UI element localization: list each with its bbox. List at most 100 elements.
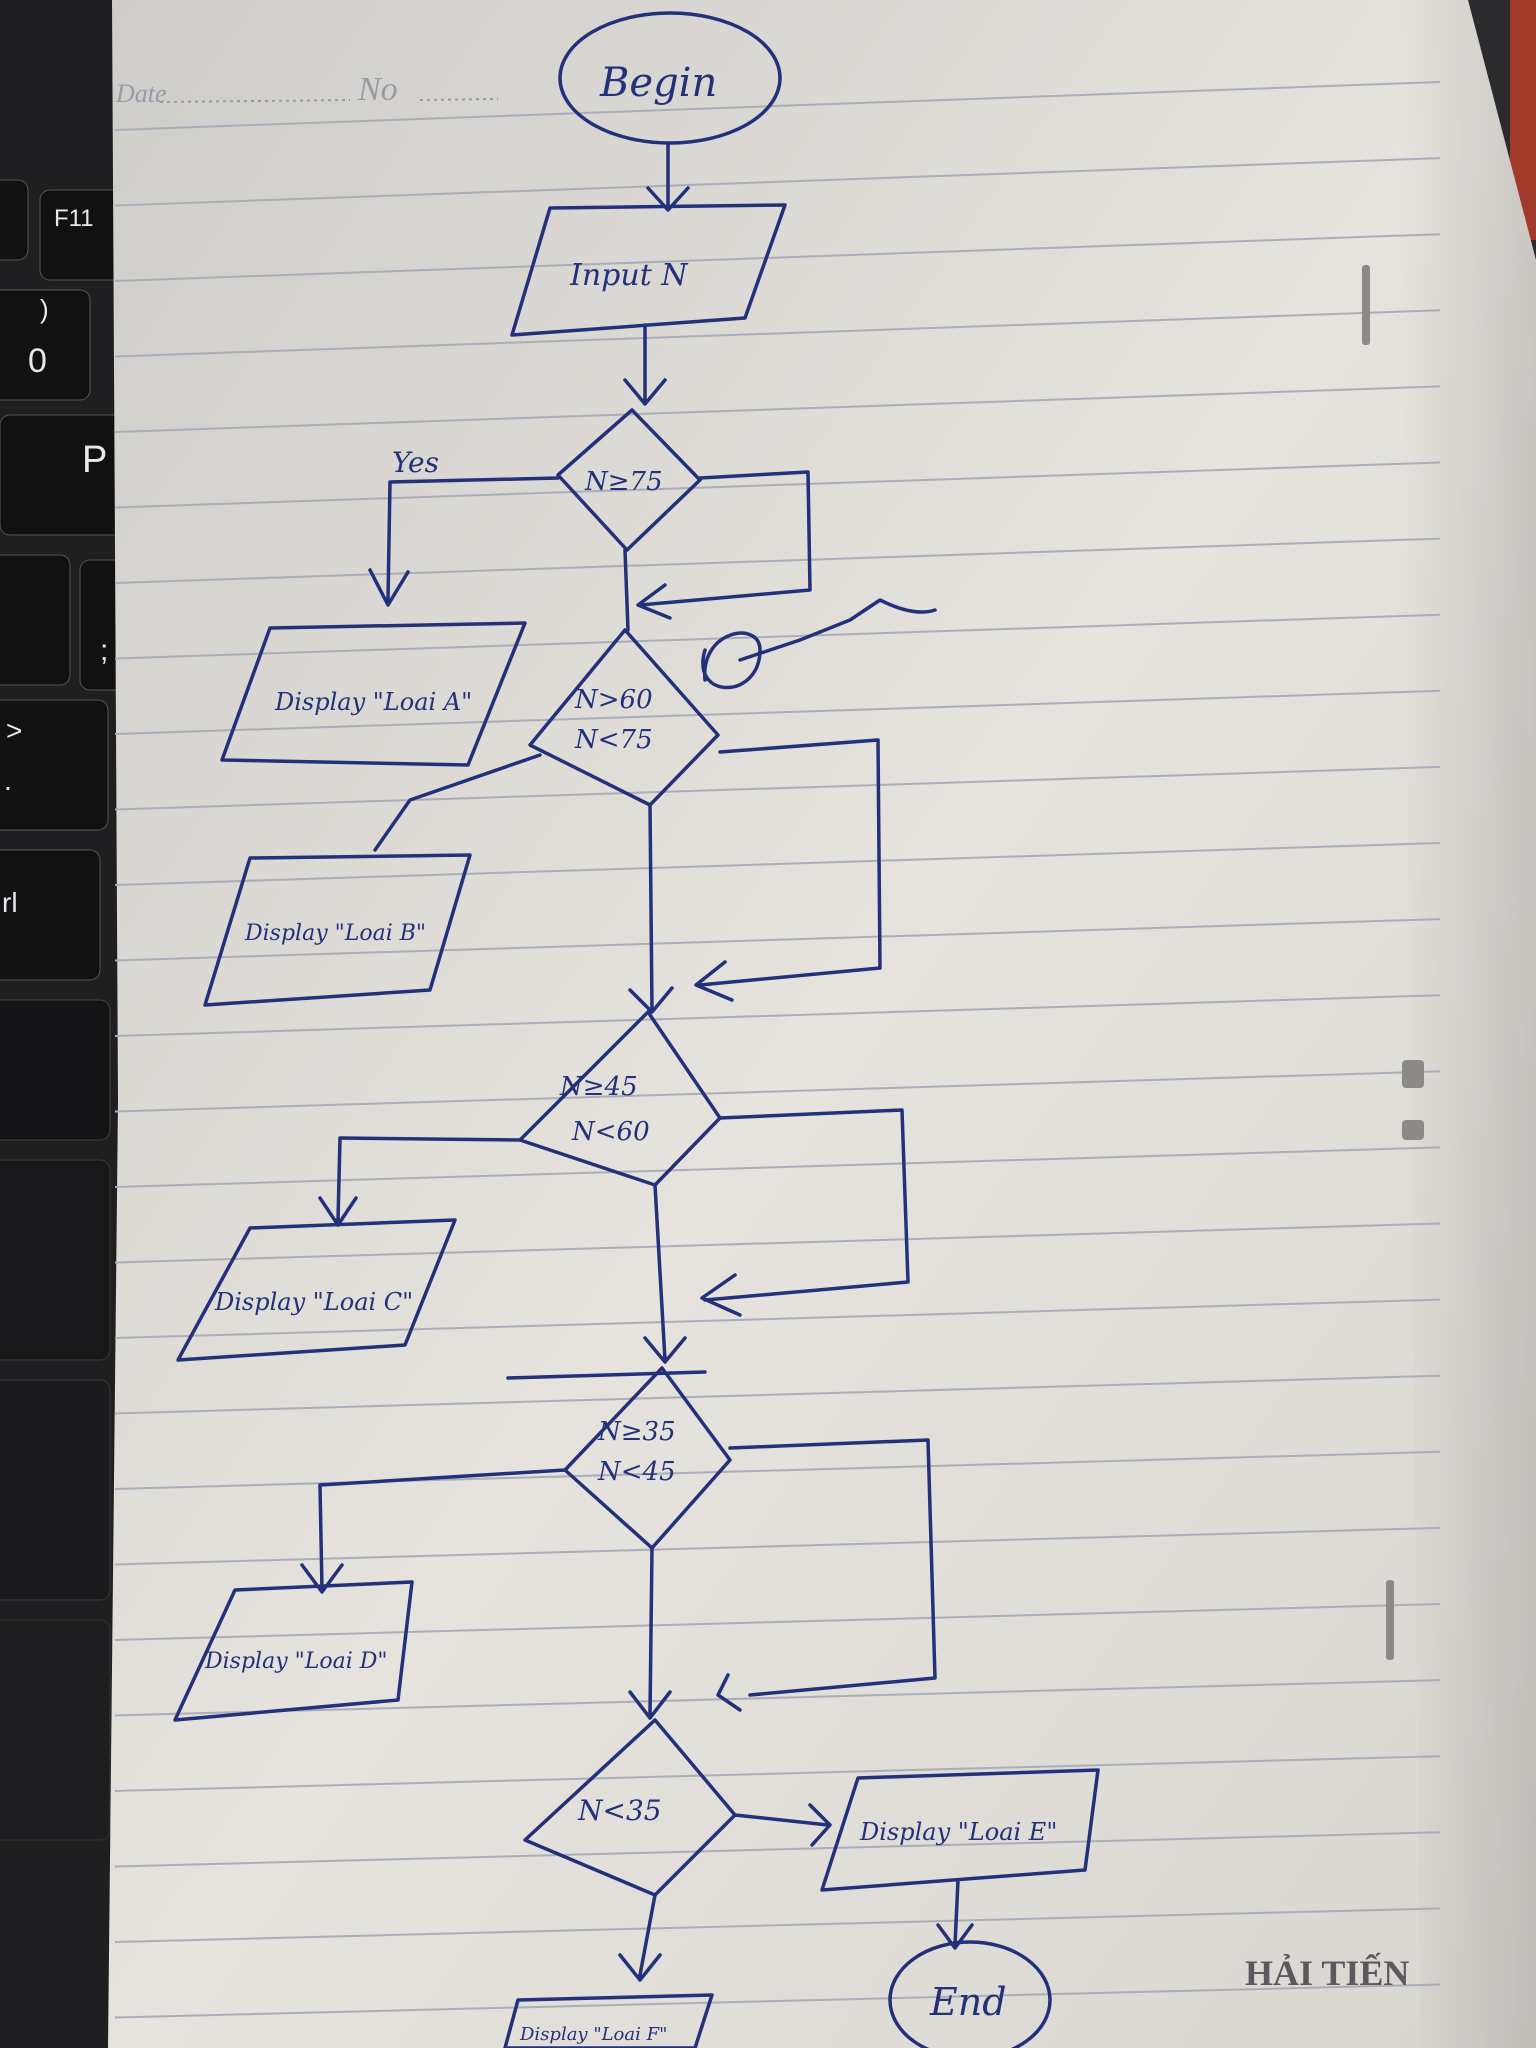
ruled-line [114, 385, 1441, 433]
keycap-p [0, 414, 131, 536]
flowchart-labels: Begin Input N N≥75 Yes Display "Loai A" … [204, 60, 1057, 2045]
ruled-line [114, 1907, 1441, 1943]
ruled-line [114, 157, 1441, 207]
decision-1 [556, 408, 702, 552]
ruled-line [114, 1070, 1441, 1113]
key-label: ) [40, 294, 49, 324]
number-dotted-line [419, 98, 499, 101]
decision-4-label-line1: N≥35 [597, 1417, 676, 1447]
ruled-line [114, 81, 1441, 131]
output-1-parallelogram [220, 621, 527, 767]
ruled-line [114, 1603, 1441, 1641]
start-terminator [558, 11, 782, 145]
page-header: Date No [115, 71, 499, 108]
bottom-output-parallelogram [503, 1993, 714, 2048]
notebook-brand: HẢI TIẾN [1245, 1953, 1409, 1993]
keycap [0, 1619, 111, 1841]
ruled-line [114, 461, 1441, 509]
ruled-line [114, 1374, 1441, 1415]
keycap [0, 849, 101, 981]
flow-arrow [646, 143, 690, 212]
input-label: Input N [569, 258, 689, 293]
yes-branch-arrow [368, 476, 560, 607]
keycap [0, 179, 29, 261]
yes-branch-arrow [300, 1468, 567, 1594]
decision-5-label: N<35 [577, 1794, 662, 1827]
flowchart [173, 11, 1100, 2048]
output-4-label: Display "Loai D" [204, 1649, 388, 1674]
laptop-keyboard: F11 ) 0 P ; > . rl [0, 0, 141, 2048]
output-3-parallelogram [176, 1218, 457, 1362]
ruled-line [114, 1679, 1441, 1717]
date-label: Date [115, 79, 167, 108]
ruled-line [114, 1526, 1441, 1566]
ruled-line [114, 1755, 1441, 1792]
output-3-label: Display "Loai C" [214, 1288, 413, 1316]
output-4-parallelogram [173, 1580, 414, 1722]
no-branch-arrow [733, 1803, 832, 1847]
start-label: Begin [599, 60, 717, 106]
ruled-lines [114, 81, 1441, 2019]
ruled-line [114, 842, 1441, 886]
ruled-line [114, 1146, 1441, 1188]
ruled-line [114, 994, 1441, 1037]
output-2-label: Display "Loai B" [244, 921, 426, 946]
key-label: . [4, 765, 12, 796]
ruled-line [114, 233, 1441, 282]
output-2-parallelogram [203, 853, 472, 1007]
decision-1-label: N≥75 [584, 467, 663, 497]
no-branch-arrow [636, 470, 812, 620]
number-label: No [357, 71, 398, 108]
decision-3-label-line1: N≥45 [559, 1072, 638, 1102]
scribble-mark [701, 598, 937, 690]
keycap-period [0, 699, 109, 831]
output-5-parallelogram [820, 1768, 1100, 1892]
flow-line [623, 548, 630, 632]
keycap [0, 554, 71, 686]
flow-arrow [628, 1546, 672, 1720]
flow-arrow [628, 803, 674, 1014]
notebook-page [108, 0, 1536, 2048]
key-label: rl [2, 887, 18, 918]
decision-2-label-line2: N<75 [574, 725, 653, 755]
key-label: ; [100, 634, 108, 667]
keycap [0, 1379, 111, 1601]
flow-arrow [936, 1878, 974, 1950]
flow-arrow [623, 323, 667, 406]
ruled-line [114, 1983, 1441, 2019]
output-5-label: Display "Loai E" [859, 1818, 1057, 1846]
key-label: F11 [54, 205, 94, 232]
end-terminator [888, 1940, 1052, 2048]
ruled-line [114, 1831, 1441, 1868]
ruled-line [114, 309, 1441, 358]
input-parallelogram [510, 203, 787, 337]
no-branch-arrow [700, 1108, 910, 1317]
ruled-line [114, 1222, 1441, 1264]
decision-4-label-line2: N<45 [597, 1457, 676, 1487]
ruled-line [114, 1298, 1441, 1339]
bottom-output-label: Display "Loai F" [519, 2024, 667, 2045]
flow-arrow [618, 1893, 662, 1982]
decision-2-label-line1: N>60 [574, 685, 653, 715]
ruled-line [114, 613, 1441, 660]
key-label: P [82, 439, 107, 481]
branch-line [373, 753, 542, 852]
keycap [0, 1159, 111, 1361]
no-branch-arrow [716, 1438, 937, 1712]
yes-label: Yes [392, 446, 439, 479]
crossbar-line [506, 1370, 707, 1380]
output-1-label: Display "Loai A" [274, 688, 472, 716]
ruled-line [114, 918, 1441, 962]
no-branch-arrow [694, 738, 882, 1002]
key-label: 0 [28, 342, 47, 380]
flow-arrow [643, 1183, 687, 1364]
decision-3-label-line2: N<60 [571, 1117, 650, 1147]
ruled-line [114, 765, 1441, 811]
binding-holes [1362, 265, 1424, 1660]
end-label: End [929, 1980, 1007, 2024]
ruled-line [114, 537, 1441, 584]
keycap [0, 999, 111, 1141]
keycap-0 [0, 289, 91, 401]
ruled-line [114, 689, 1441, 735]
